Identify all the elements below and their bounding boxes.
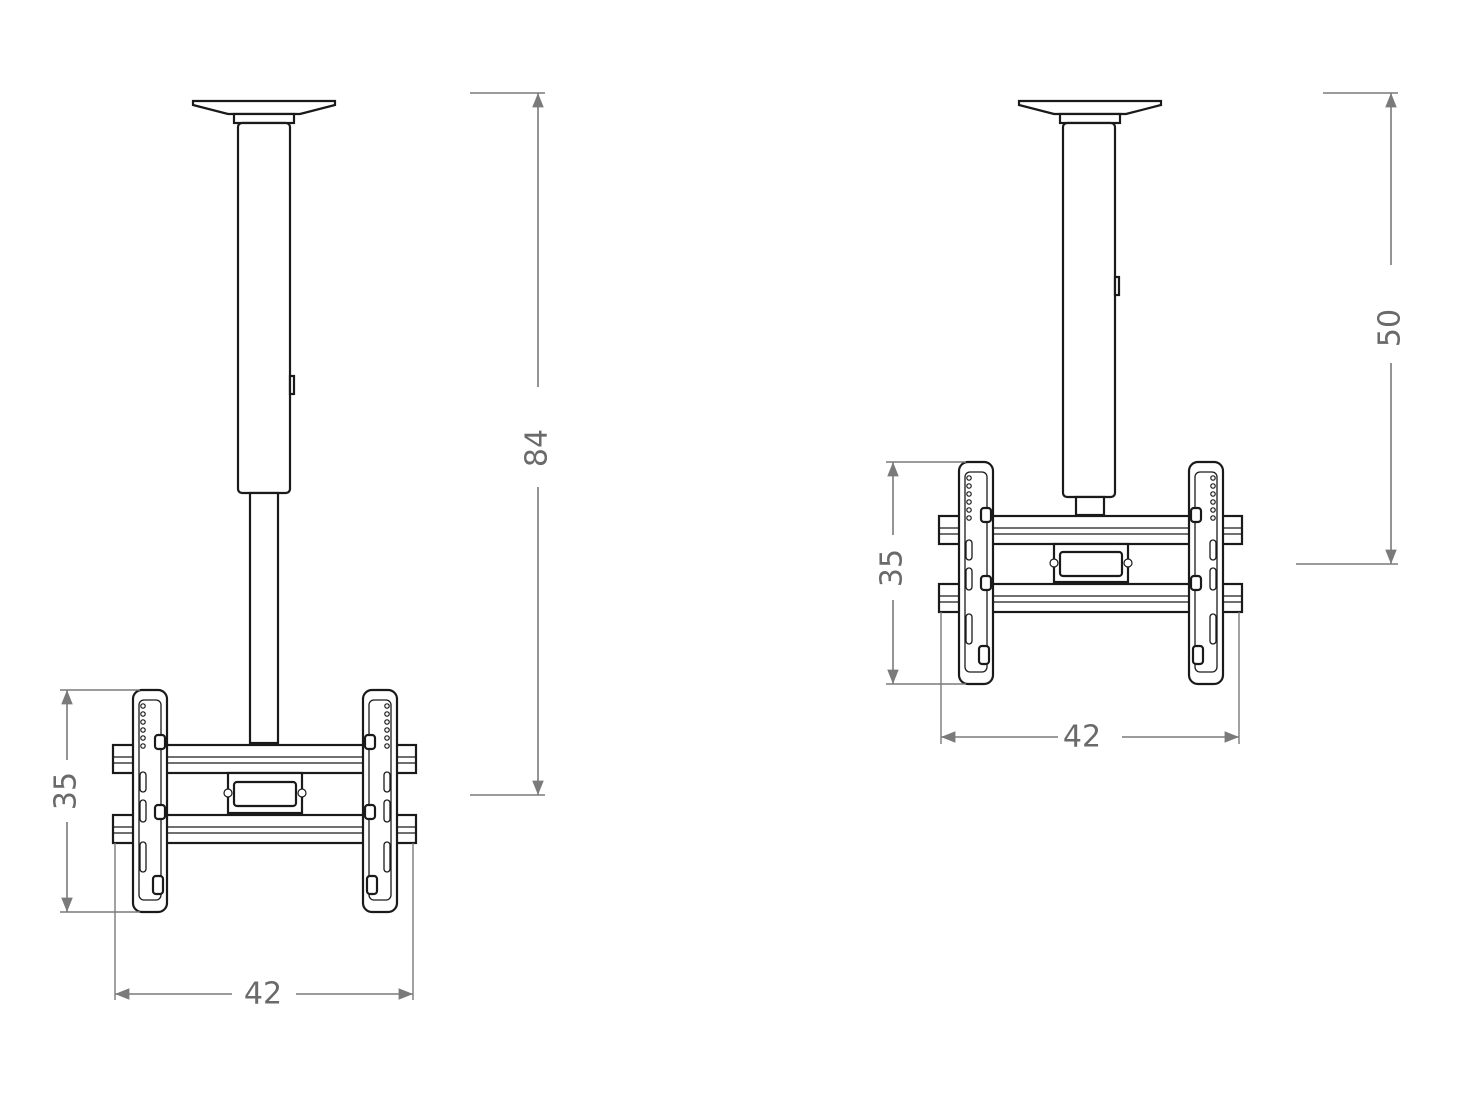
dimension-bracket-width-retracted: 42: [940, 612, 1240, 755]
plate-collar: [232, 112, 296, 125]
outer-tube: [1061, 121, 1117, 499]
ceiling-plate: [1017, 99, 1163, 116]
dim-label-bracket-height: 35: [49, 772, 84, 810]
dimension-bracket-height-retracted: 35: [875, 461, 966, 685]
inner-pole: [248, 491, 280, 745]
dimension-bracket-height-extended: 35: [49, 689, 140, 913]
tube-knob: [1113, 275, 1121, 297]
ceiling-plate: [191, 99, 337, 116]
dim-label-total-height: 84: [520, 429, 555, 467]
dimension-total-height-extended: 84: [470, 92, 555, 796]
dimension-bracket-width-extended: 42: [114, 843, 414, 1012]
dim-label-bracket-width: 42: [244, 977, 282, 1012]
dim-label-bracket-width: 42: [1063, 720, 1101, 755]
plate-collar: [1058, 112, 1122, 125]
vesa-bracket-right-view: [937, 460, 1244, 686]
retracted-mount-view: 50 35 42: [875, 92, 1408, 755]
inner-pole: [1074, 495, 1106, 517]
tube-knob: [288, 374, 296, 396]
dim-label-bracket-height: 35: [875, 549, 910, 587]
outer-tube: [236, 121, 292, 495]
extended-mount-view: 84 35 42: [49, 92, 555, 1012]
dimension-total-height-retracted: 50: [1296, 92, 1408, 565]
dim-label-total-height: 50: [1373, 309, 1408, 347]
vesa-bracket-left-view: [111, 688, 418, 914]
